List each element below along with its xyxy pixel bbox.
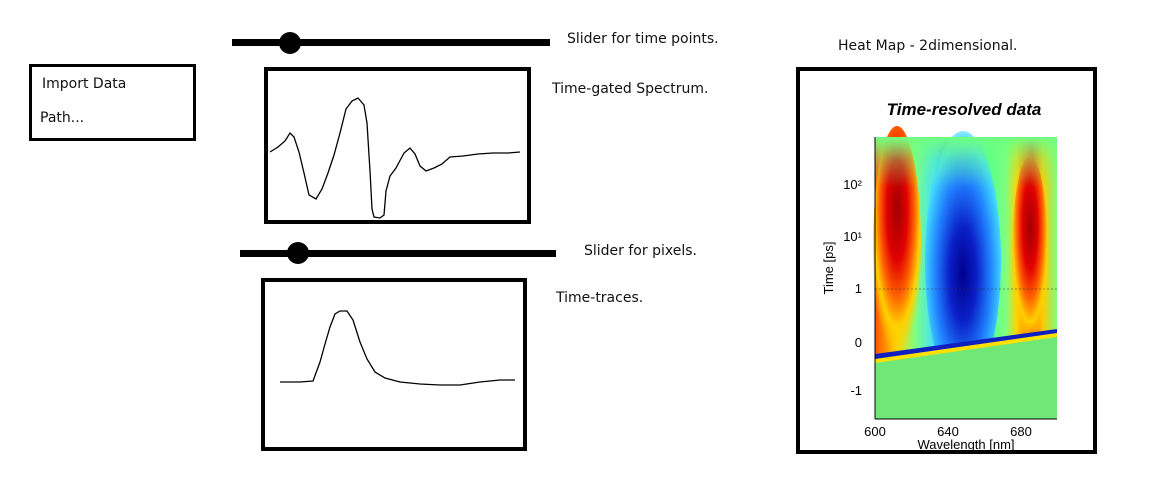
pixel-slider-handle[interactable]: [287, 242, 309, 264]
spectrum-label: Time-gated Spectrum.: [552, 81, 709, 97]
y-tick-label: 10²: [843, 177, 862, 192]
y-axis-label: Time [ps]: [821, 242, 836, 295]
x-tick-label: 640: [937, 424, 959, 439]
spectrum-curve: [269, 97, 521, 219]
pixel-slider-track[interactable]: [240, 250, 556, 257]
time-trace-curve: [280, 310, 515, 386]
heatmap-panel: Time-resolved data 10² 10¹ 1 0 -1 600 64…: [796, 67, 1097, 454]
pixels-slider[interactable]: [240, 240, 556, 266]
x-axis-label: Wavelength [nm]: [917, 437, 1014, 450]
pixel-slider-label: Slider for pixels.: [584, 243, 697, 259]
x-ticks: 600 640 680: [864, 424, 1032, 439]
time-gated-spectrum-plot: [264, 67, 531, 224]
path-field[interactable]: Path...: [40, 110, 85, 126]
y-tick-label: 0: [855, 335, 862, 350]
heatmap-axes: [874, 137, 1057, 420]
heatmap-label: Heat Map - 2dimensional.: [838, 38, 1018, 54]
time-points-slider[interactable]: [232, 30, 550, 56]
x-tick-label: 600: [864, 424, 886, 439]
y-tick-label: 10¹: [843, 229, 862, 244]
x-tick-label: 680: [1010, 424, 1032, 439]
heatmap-title: Time-resolved data: [887, 100, 1042, 119]
time-slider-label: Slider for time points.: [567, 31, 719, 47]
time-slider-track[interactable]: [232, 39, 550, 46]
heatmap-field: [873, 126, 1057, 419]
y-ticks: 10² 10¹ 1 0 -1: [843, 177, 862, 398]
heatmap-chart: Time-resolved data 10² 10¹ 1 0 -1 600 64…: [821, 100, 1057, 452]
time-slider-handle[interactable]: [279, 32, 301, 54]
y-tick-label: -1: [850, 383, 862, 398]
import-data-button[interactable]: Import Data: [42, 76, 127, 92]
spectrum-curve-area: [269, 97, 521, 219]
time-traces-plot: [261, 278, 527, 451]
time-traces-label: Time-traces.: [556, 290, 644, 306]
y-tick-label: 1: [855, 281, 862, 296]
traces-curve-area: [280, 310, 515, 386]
import-data-panel[interactable]: Import Data Path...: [29, 64, 196, 141]
